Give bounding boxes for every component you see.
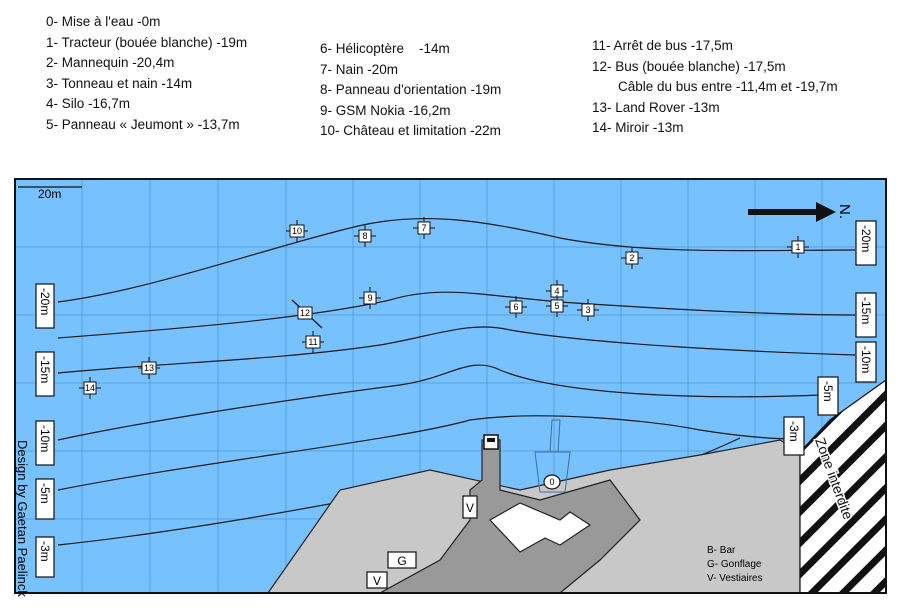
svg-text:12: 12 <box>300 308 310 318</box>
svg-text:5: 5 <box>554 301 559 311</box>
svg-text:11: 11 <box>308 337 317 347</box>
svg-text:-15m: -15m <box>38 356 52 383</box>
legend-item: 13- Land Rover -13m <box>592 99 720 115</box>
svg-text:V- Vestiaires: V- Vestiaires <box>707 573 763 584</box>
depth-contours <box>57 217 856 546</box>
legend-item: 3- Tonneau et nain -14m <box>46 75 193 91</box>
gonflage-building: G <box>387 551 417 569</box>
legend-item: 11- Arrêt de bus -17,5m <box>592 38 733 53</box>
svg-text:-20m: -20m <box>38 288 52 315</box>
svg-text:10: 10 <box>292 226 302 236</box>
svg-text:-3m: -3m <box>38 541 52 562</box>
marker-5[interactable]: 5 <box>546 295 568 317</box>
svg-text:-5m: -5m <box>38 483 52 504</box>
marker-6[interactable]: 6 <box>505 296 527 318</box>
svg-text:3: 3 <box>585 305 590 315</box>
legend-item: 1- Tracteur (bouée blanche) -19m <box>46 34 248 50</box>
main-building <box>489 502 592 553</box>
legend-item: Câble du bus entre -11,4m et -19,7m <box>618 79 838 94</box>
legend-column-2: 6- Hélicoptère -14m 7- Nain -20m 8- Pann… <box>320 39 501 142</box>
depth-labels-left: -20m -15m -10m -5m -3m <box>35 283 55 578</box>
legend-item: 9- GSM Nokia -16,2m <box>320 102 451 118</box>
map-frame <box>14 178 887 594</box>
legend-item: 7- Nain -20m <box>320 61 399 77</box>
marker-1[interactable]: 1 <box>787 236 809 258</box>
dive-markers[interactable]: 0 1 2 3 4 5 6 <box>79 217 809 490</box>
legend-item: 6- Hélicoptère -14m <box>320 41 450 56</box>
svg-text:-10m: -10m <box>859 346 873 373</box>
marker-10[interactable]: 10 <box>286 220 308 242</box>
svg-text:7: 7 <box>421 223 426 233</box>
designer-credit: Design by Gaetan Paelinck <box>15 440 30 597</box>
legend-item: 2- Mannequin -20,4m <box>46 55 175 70</box>
marker-13[interactable]: 13 <box>138 357 160 379</box>
svg-text:1: 1 <box>795 242 800 252</box>
scale-label: 20m <box>38 187 61 201</box>
svg-text:-20m: -20m <box>859 225 873 252</box>
legend-column-1: 0- Mise à l'eau -0m 1- Tracteur (bouée b… <box>46 12 247 135</box>
vestiaire-building-1: V <box>462 495 478 519</box>
svg-text:B- Bar: B- Bar <box>707 545 736 556</box>
svg-text:-5m: -5m <box>821 381 835 402</box>
north-label: N. <box>836 204 853 219</box>
legend-item: 4- Silo -16,7m <box>46 96 131 111</box>
legend-item: 14- Miroir -13m <box>592 120 684 135</box>
svg-text:-3m: -3m <box>787 421 801 442</box>
marker-4[interactable]: 4 <box>546 280 568 302</box>
legend-item: 5- Panneau « Jeumont » -13,7m <box>46 116 240 132</box>
marker-14[interactable]: 14 <box>79 377 101 399</box>
legend-item: 0- Mise à l'eau -0m <box>46 14 161 29</box>
svg-text:13: 13 <box>144 363 154 373</box>
svg-text:V: V <box>466 501 474 515</box>
marker-7[interactable]: 7 <box>413 217 435 239</box>
marker-9[interactable]: 9 <box>359 287 381 309</box>
svg-text:0: 0 <box>549 477 554 487</box>
svg-text:2: 2 <box>629 253 634 263</box>
marker-2[interactable]: 2 <box>621 247 643 269</box>
svg-text:G- Gonflage: G- Gonflage <box>707 559 762 570</box>
svg-text:8: 8 <box>362 231 367 241</box>
depth-labels-right: -20m -15m -10m -5m -3m <box>783 220 877 456</box>
legend-item: 12- Bus (bouée blanche) -17,5m <box>592 58 786 74</box>
svg-text:6: 6 <box>513 302 518 312</box>
legend-item: 8- Panneau d'orientation -19m <box>320 82 502 97</box>
map-key: B- Bar G- Gonflage V- Vestiaires <box>707 545 763 584</box>
marker-8[interactable]: 8 <box>354 225 376 247</box>
svg-text:14: 14 <box>85 383 95 393</box>
legend-column-3: 11- Arrêt de bus -17,5m 12- Bus (bouée b… <box>592 36 838 139</box>
vestiaire-building-2: V <box>366 571 388 589</box>
svg-text:-10m: -10m <box>38 425 52 452</box>
marker-12[interactable]: 12 <box>297 306 313 320</box>
buildings: V G V <box>366 495 478 589</box>
svg-text:9: 9 <box>367 293 372 303</box>
legend-item: 10- Château et limitation -22m <box>320 123 501 138</box>
north-arrow: N. <box>748 202 853 222</box>
svg-text:V: V <box>373 574 381 588</box>
scale-bar: 20m <box>18 186 82 201</box>
marker-3[interactable]: 3 <box>577 299 599 321</box>
marker-11[interactable]: 11 <box>302 331 324 353</box>
marker-0[interactable]: 0 <box>543 474 561 490</box>
svg-text:G: G <box>397 554 406 568</box>
svg-text:4: 4 <box>554 286 559 296</box>
svg-text:-15m: -15m <box>859 297 873 324</box>
